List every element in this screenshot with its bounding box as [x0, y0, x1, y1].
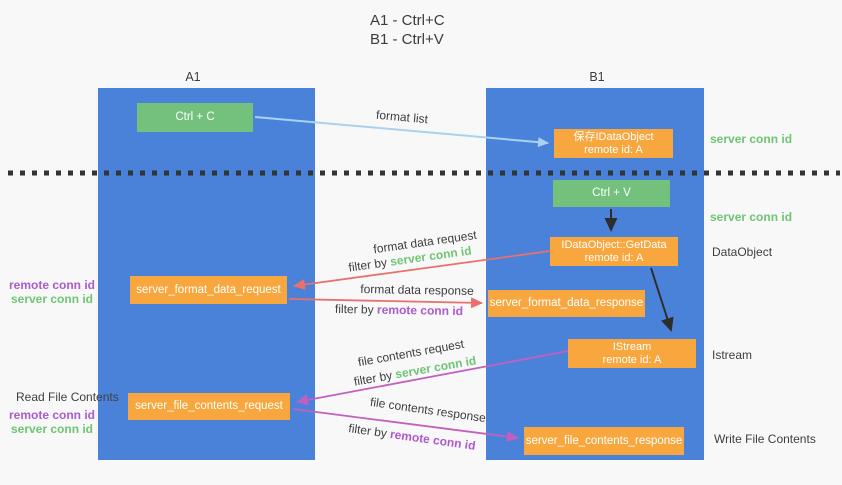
label-server-conn-id-mid: server conn id	[710, 210, 793, 224]
node-ctrl-v-label: Ctrl + V	[592, 187, 631, 199]
flow-label-file-contents-response: file contents response	[369, 394, 487, 426]
filter-by-text: filter by	[334, 301, 378, 317]
flow-filter-file-contents-response: filter by remote conn id	[348, 421, 477, 453]
label-dataobject: DataObject	[712, 245, 773, 259]
flow-filter-format-data-response: filter by remote conn id	[335, 302, 463, 318]
remote-conn-id-text: remote conn id	[389, 427, 477, 453]
diagram-title: A1 - Ctrl+C B1 - Ctrl+V	[370, 11, 445, 49]
left-conn-group-top: remote conn id server conn id	[6, 278, 98, 306]
node-ctrl-c-label: Ctrl + C	[175, 111, 215, 123]
left-conn-group-bottom: remote conn id server conn id	[6, 408, 98, 436]
label-server-conn-id-left-bottom: server conn id	[10, 421, 94, 436]
filter-by-text: filter by	[347, 421, 392, 441]
node-server-format-data-request: server_format_data_request	[130, 276, 287, 304]
label-server-conn-id-top: server conn id	[710, 132, 793, 146]
label-istream: Istream	[712, 348, 753, 362]
node-ctrl-c: Ctrl + C	[137, 103, 253, 132]
label-remote-conn-id-top: remote conn id	[8, 278, 95, 292]
node-server-file-contents-response: server_file_contents_response	[524, 427, 684, 455]
node-idataobject-getdata-line2: remote id: A	[584, 251, 644, 264]
filter-by-text: filter by	[352, 367, 397, 389]
node-istream-line1: IStream	[612, 340, 652, 353]
node-save-idataobject: 保存IDataObject remote id: A	[554, 129, 673, 158]
label-read-file-contents: Read File Contents	[16, 390, 119, 404]
remote-conn-id-text: remote conn id	[376, 302, 464, 319]
title-line-1: A1 - Ctrl+C	[370, 12, 445, 29]
filter-by-text: filter by	[347, 254, 392, 275]
node-istream: IStream remote id: A	[568, 339, 696, 368]
title-line-2: B1 - Ctrl+V	[370, 31, 444, 48]
node-server-format-data-request-label: server_format_data_request	[136, 283, 281, 296]
flow-label-format-list: format list	[375, 107, 429, 127]
node-idataobject-getdata-line1: IDataObject::GetData	[561, 238, 667, 251]
node-ctrl-v: Ctrl + V	[553, 180, 670, 207]
node-save-idataobject-line1: 保存IDataObject	[573, 130, 654, 143]
node-server-file-contents-request: server_file_contents_request	[128, 393, 290, 420]
lane-b1-name: B1	[589, 70, 605, 84]
label-write-file-contents: Write File Contents	[714, 432, 816, 446]
node-server-file-contents-response-label: server_file_contents_response	[525, 434, 683, 447]
label-remote-conn-id-bottom: remote conn id	[8, 408, 95, 422]
node-server-format-data-response: server_format_data_response	[488, 290, 645, 317]
label-server-conn-id-left-top: server conn id	[10, 291, 94, 306]
flow-label-format-data-response: format data response	[360, 282, 474, 298]
node-idataobject-getdata: IDataObject::GetData remote id: A	[550, 237, 678, 266]
node-save-idataobject-line2: remote id: A	[584, 143, 643, 156]
node-server-file-contents-request-label: server_file_contents_request	[135, 400, 283, 412]
lane-a1-name: A1	[185, 70, 201, 84]
node-server-format-data-response-label: server_format_data_response	[489, 297, 644, 309]
node-istream-line2: remote id: A	[602, 353, 662, 366]
